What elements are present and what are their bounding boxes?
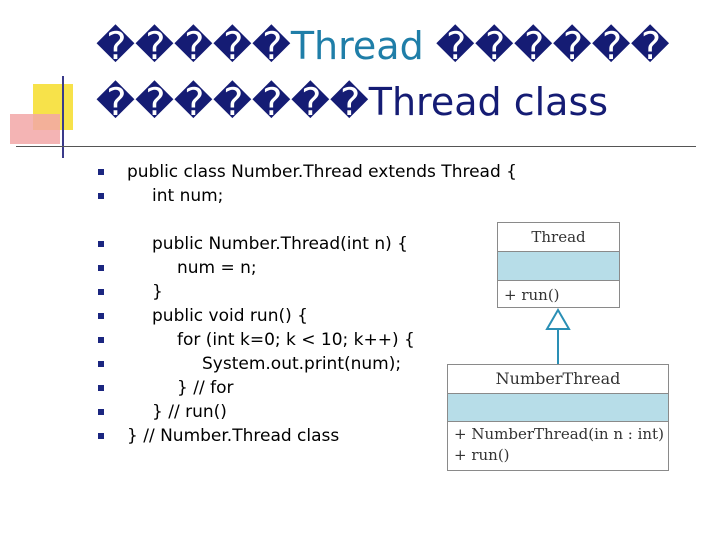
uml-class-thread: Thread + run() (497, 222, 620, 308)
bullet-icon (98, 169, 104, 175)
bullet-icon (98, 289, 104, 295)
title-line-2-prefix: ������� (96, 80, 369, 124)
code-line: } // run() (0, 400, 460, 424)
code-text: public class Number.Thread extends Threa… (127, 162, 517, 182)
code-line: public Number.Thread(int n) { (0, 232, 460, 256)
bullet-icon (98, 337, 104, 343)
slide-title-line-2: �������Thread class (96, 80, 608, 124)
title-line-1-prefix: ����� (96, 24, 291, 68)
uml-class-numberthread: NumberThread + NumberThread(in n : int) … (447, 364, 669, 471)
code-line: System.out.print(num); (0, 352, 460, 376)
code-line: for (int k=0; k < 10; k++) { (0, 328, 460, 352)
uml-class-name: NumberThread (495, 369, 621, 388)
slide-title-line-1: �����Thread ������ (96, 24, 670, 68)
bullet-icon (98, 361, 104, 367)
code-text: for (int k=0; k < 10; k++) { (177, 330, 415, 350)
title-underline-rule (16, 146, 696, 147)
bullet-icon (98, 409, 104, 415)
code-text: } // run() (152, 402, 227, 422)
code-text: System.out.print(num); (202, 354, 402, 374)
uml-method: + run() (454, 446, 510, 464)
code-text: public void run() { (152, 306, 308, 326)
uml-method: + NumberThread(in n : int) (454, 425, 664, 443)
bullet-icon (98, 265, 104, 271)
code-line: int num; (0, 184, 460, 208)
code-text: num = n; (177, 258, 257, 278)
decorative-vertical-rule (62, 76, 64, 158)
code-text: } (152, 282, 163, 302)
bullet-icon (98, 193, 104, 199)
bullet-icon (98, 241, 104, 247)
uml-method: + run() (504, 286, 560, 304)
inheritance-arrow-icon (545, 308, 571, 364)
code-line: } // Number.Thread class (0, 424, 460, 448)
decorative-pink-block (10, 114, 60, 144)
code-text: int num; (152, 186, 224, 206)
inheritance-triangle (545, 308, 571, 330)
code-line: num = n; (0, 256, 460, 280)
code-text: public Number.Thread(int n) { (152, 234, 408, 254)
uml-attributes-section (498, 251, 619, 281)
code-line: public void run() { (0, 304, 460, 328)
code-line: } (0, 280, 460, 304)
code-text: } // Number.Thread class (127, 426, 340, 446)
uml-attributes-section (448, 393, 668, 422)
uml-class-name: Thread (531, 228, 586, 246)
bullet-icon (98, 433, 104, 439)
code-text: } // for (177, 378, 234, 398)
bullet-icon (98, 385, 104, 391)
code-line: public class Number.Thread extends Threa… (0, 160, 517, 184)
title-line-2-suffix: class (501, 80, 609, 124)
bullet-icon (98, 313, 104, 319)
code-line: } // for (0, 376, 460, 400)
title-line-1-highlight: Thread (290, 24, 424, 68)
title-line-1-suffix: ������ (423, 24, 670, 68)
title-line-2-highlight: Thread (368, 80, 502, 124)
